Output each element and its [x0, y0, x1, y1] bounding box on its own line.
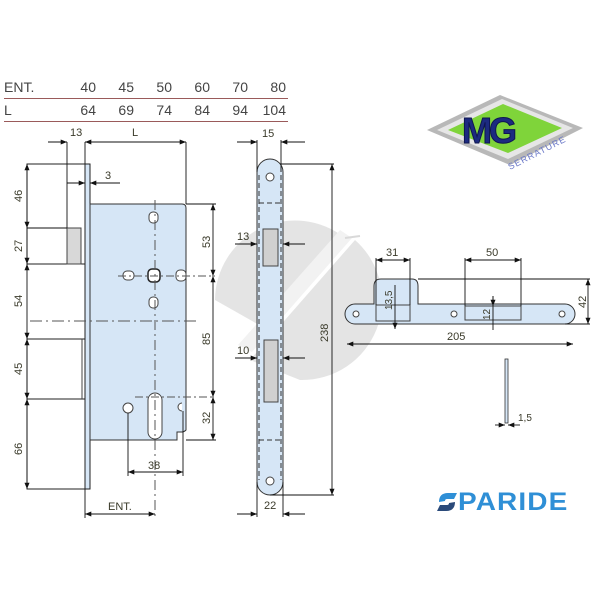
- dim-faceplate-width-top: 15: [262, 128, 274, 140]
- size-table-row-ent: ENT. 40 45 50 60 70 80: [4, 76, 288, 99]
- mg-serrature-logo: MG SERRATURE: [427, 95, 583, 172]
- dim-latch-depth: 13,5: [384, 290, 395, 310]
- dim-latch-height: 27: [13, 240, 25, 252]
- dim-top-to-handle: 53: [201, 236, 213, 248]
- cell: 40: [80, 79, 96, 95]
- cell: 84: [194, 102, 210, 118]
- dim-faceplate-width-bottom: 22: [264, 500, 276, 512]
- cell: 69: [118, 102, 134, 118]
- mg-letters: MG: [462, 110, 515, 151]
- dim-latch-to-center: 54: [13, 295, 25, 307]
- paride-wordmark: PARIDE: [458, 487, 569, 516]
- cell: 80: [270, 79, 286, 95]
- dim-body-length: L: [132, 127, 138, 139]
- row-label: L: [4, 102, 12, 118]
- strike-plate-drawing: 31 50 13,5 12 42 205 1,5: [344, 247, 591, 428]
- dim-bolt-height: 45: [13, 363, 25, 375]
- dim-bolt-depth: 12: [482, 308, 493, 320]
- cell: 94: [232, 102, 248, 118]
- dim-latch-width: 31: [386, 247, 398, 259]
- cell: 60: [194, 79, 210, 95]
- dim-handle-to-cylinder: 85: [201, 333, 213, 345]
- cell: 104: [262, 102, 286, 118]
- dim-offset: 3: [105, 170, 111, 182]
- lock-body-drawing: 13 L 3 46 27 54 45 66 53 85 32 38 ENT.: [13, 127, 216, 520]
- dim-thickness: 1,5: [518, 413, 532, 424]
- dim-bolt-width: 50: [486, 247, 498, 259]
- dim-top-to-latch: 46: [13, 190, 25, 202]
- size-table-row-l: L 64 69 74 84 94 104: [4, 99, 288, 122]
- dim-latch-slot: 13: [237, 231, 249, 243]
- dim-front-width: 13: [70, 127, 82, 139]
- cell: 45: [118, 79, 134, 95]
- faceplate-drawing: 15 13 10 238 22: [235, 128, 335, 517]
- cell: 74: [156, 102, 172, 118]
- dim-strike-length: 205: [447, 331, 465, 343]
- row-label: ENT.: [4, 79, 35, 95]
- dim-total-height: 238: [319, 324, 331, 342]
- cell: 64: [80, 102, 96, 118]
- dim-strike-height: 42: [577, 296, 589, 308]
- paride-s-icon: [437, 493, 457, 511]
- dim-bolt-slot: 10: [237, 345, 249, 357]
- size-table: ENT. 40 45 50 60 70 80 L 64 69 74 84 94 …: [4, 76, 288, 122]
- dim-cylinder-to-bottom: 32: [201, 412, 213, 424]
- dim-screw-spacing: 38: [148, 460, 160, 472]
- dim-bottom: 66: [13, 443, 25, 455]
- paride-logo: PARIDE: [436, 487, 567, 517]
- cell: 50: [156, 79, 172, 95]
- dim-backset: ENT.: [108, 501, 132, 513]
- cell: 70: [232, 79, 248, 95]
